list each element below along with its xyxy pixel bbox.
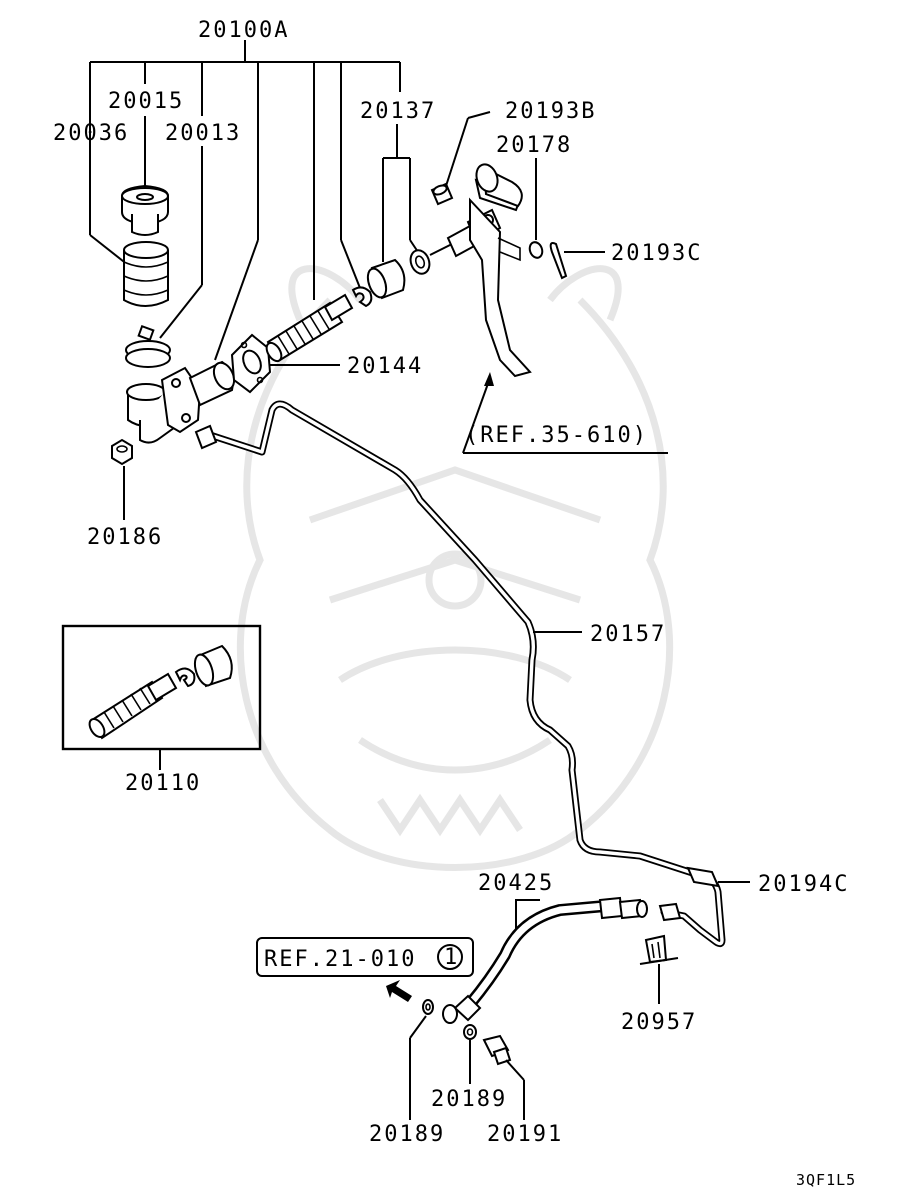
gasket: [230, 333, 272, 394]
boot: [366, 258, 406, 300]
label-nut: 20186: [87, 525, 163, 550]
label-pedal-ref: (REF.35-610): [465, 423, 648, 448]
label-clip: 20957: [621, 1010, 697, 1035]
label-hose-bracket: 20194C: [758, 872, 849, 897]
reservoir: [123, 241, 169, 307]
master-cylinder: [126, 360, 236, 444]
label-ring: 20137: [360, 99, 436, 124]
direction-arrow: [386, 980, 412, 1002]
label-assembly: 20100A: [198, 18, 289, 43]
label-bolt: 20191: [487, 1122, 563, 1147]
label-cotter: 20193C: [611, 241, 702, 266]
clutch-hose: [442, 896, 648, 1024]
assembly-bracket: [89, 40, 401, 361]
label-tube: 20157: [590, 622, 666, 647]
union-bolt: [482, 1034, 525, 1120]
ring-bracket: [382, 124, 419, 262]
snap-ring: [351, 286, 373, 308]
clutch-pedal: [469, 163, 532, 378]
diagram-code: 3QF1L5: [796, 1171, 856, 1187]
release-ref-box: [256, 937, 474, 977]
ring: [409, 249, 431, 275]
label-reservoir: 20036: [53, 121, 129, 146]
nut: [111, 438, 133, 520]
hose-bracket: [686, 866, 750, 888]
pedal-ref-leader: [462, 372, 668, 454]
label-washer: 20178: [496, 133, 572, 158]
label-repair-kit: 20110: [125, 771, 201, 796]
label-gasket-a: 20189: [369, 1122, 445, 1147]
gasket-b: [463, 1024, 477, 1084]
label-release-circle: 1: [444, 945, 459, 970]
clip: [639, 934, 679, 1004]
cotter-pin: [549, 242, 605, 280]
clutch-tube: [194, 400, 726, 948]
label-gasket: 20144: [347, 354, 423, 379]
watermark-emblem: [236, 265, 674, 871]
reservoir-cap: [121, 184, 169, 236]
label-gasket-b: 20189: [431, 1087, 507, 1112]
label-hose: 20425: [478, 871, 554, 896]
label-pin: 20193B: [505, 99, 596, 124]
washer: [528, 158, 544, 259]
repair-kit-box: [61, 624, 262, 770]
clevis-pin: [430, 111, 491, 206]
clamp: [125, 324, 171, 368]
label-cap: 20015: [108, 89, 184, 114]
label-release-ref: REF.21-010: [264, 947, 416, 972]
gasket-a: [409, 999, 434, 1120]
label-clamp: 20013: [165, 121, 241, 146]
piston-assembly: [265, 293, 354, 363]
